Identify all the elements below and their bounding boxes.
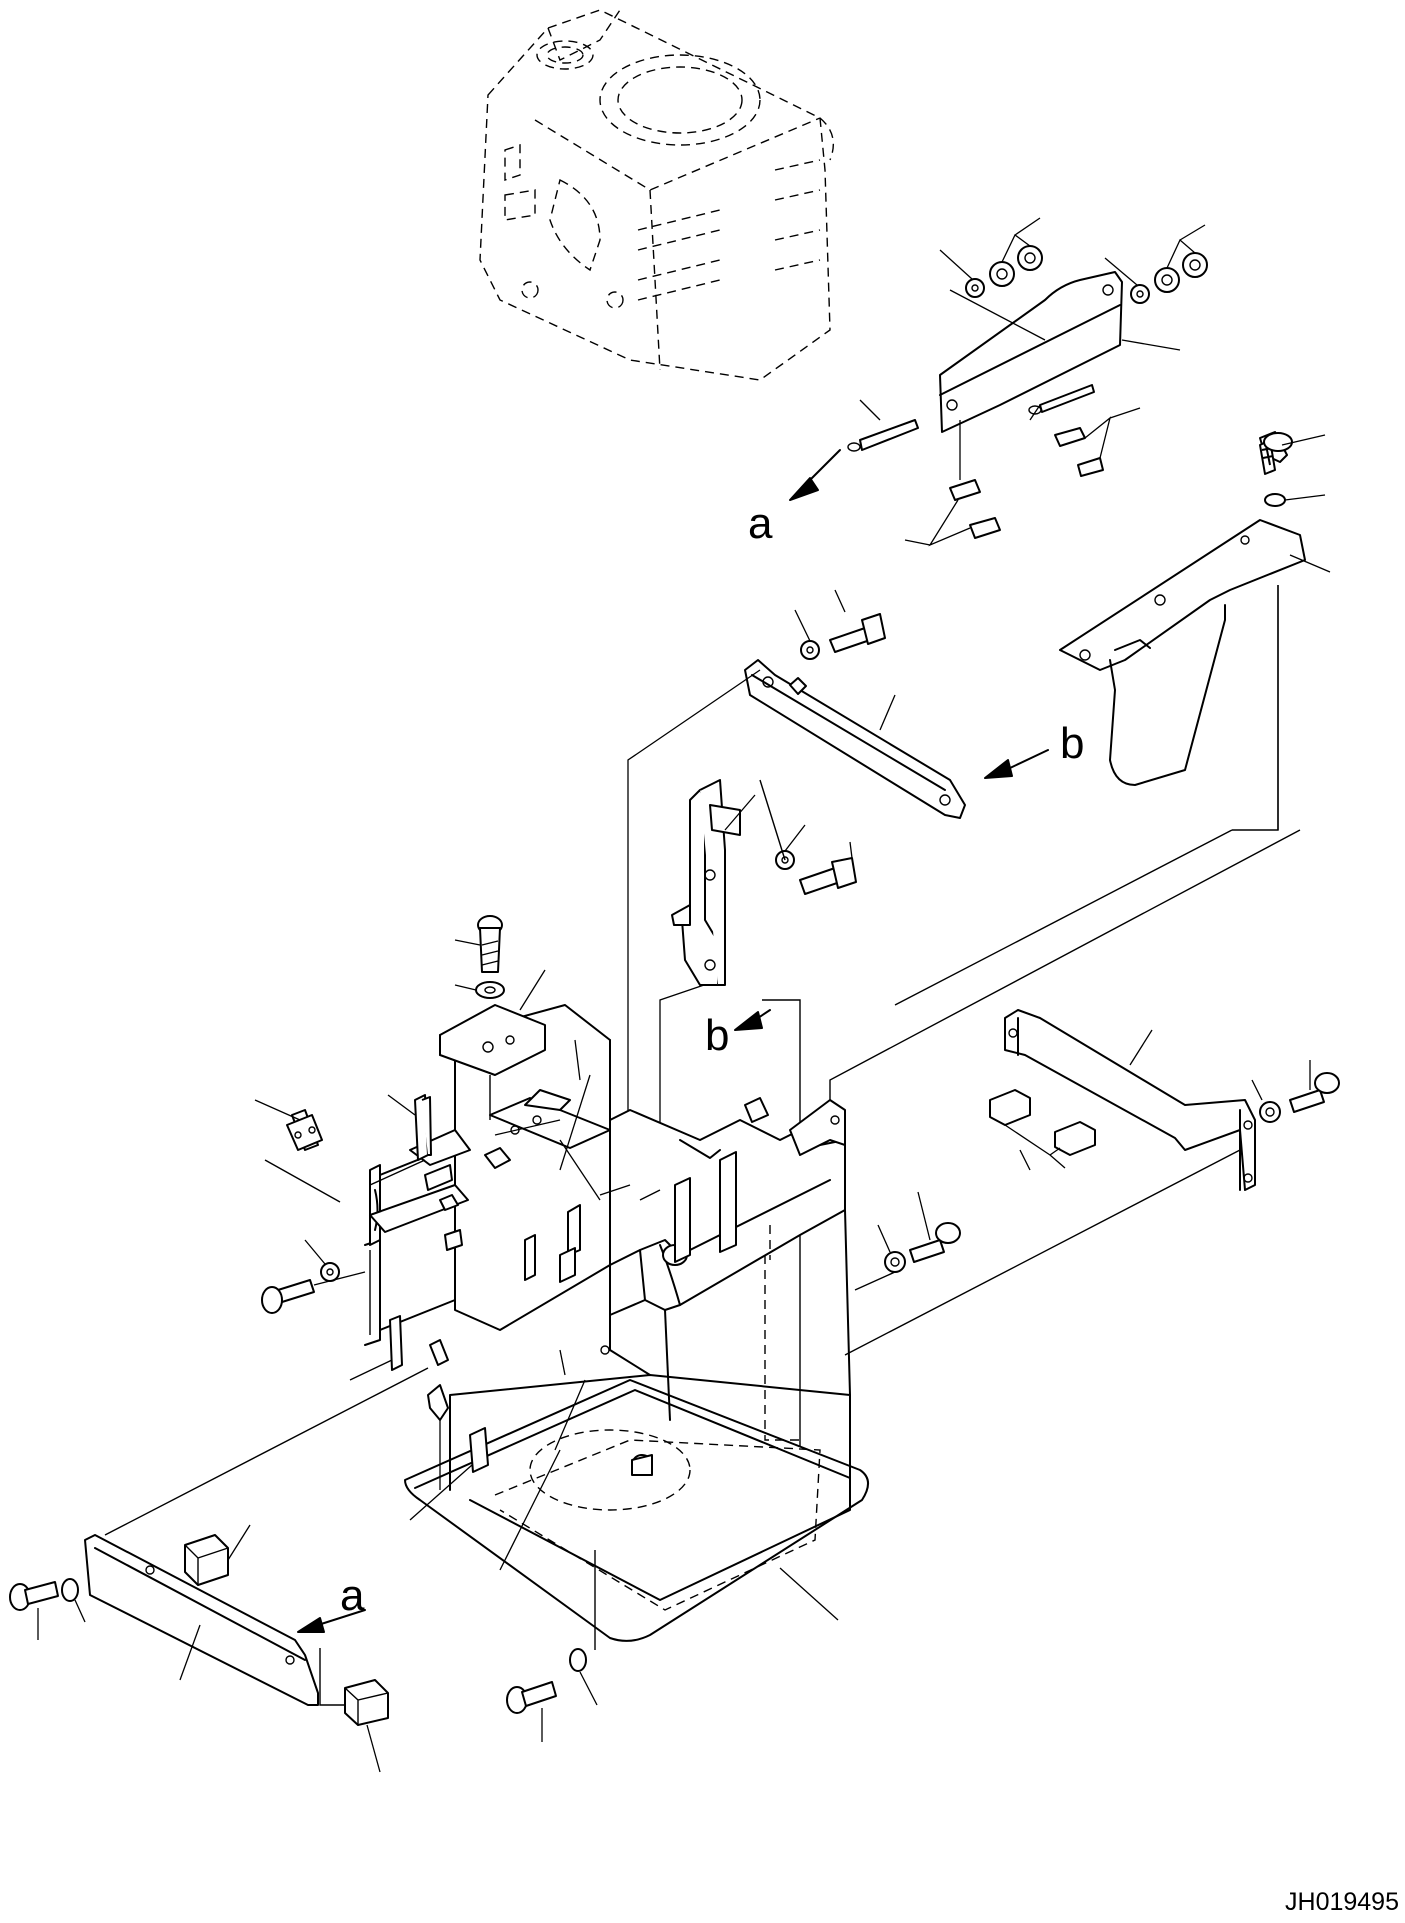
- view-label-b-right: b: [1060, 719, 1084, 768]
- view-label-b-mid: b: [705, 1011, 729, 1060]
- arrow-b-mid: b: [705, 999, 801, 1450]
- left-small-parts: [104, 1094, 489, 1536]
- washer-left: [939, 249, 985, 298]
- right-middle-bolt: [854, 1191, 961, 1291]
- connection-lines: [494, 585, 1301, 1376]
- additional-leaders: [559, 1039, 601, 1201]
- bottom-bolt: [506, 1550, 598, 1742]
- main-frame: [364, 1004, 869, 1642]
- upper-bracket-assembly: a: [748, 217, 1208, 548]
- top-cover-plate: [439, 915, 591, 1171]
- lower-left-bracket: a: [9, 1524, 389, 1773]
- washer-right: [1104, 257, 1150, 304]
- view-label-a-bottom: a: [340, 1571, 365, 1620]
- middle-long-bracket: b: [627, 589, 1084, 1185]
- drawing-number: JH019495: [1285, 1888, 1399, 1916]
- phantom-housing: [479, 9, 834, 381]
- view-label-a-top: a: [748, 499, 773, 548]
- right-support-bracket: [894, 431, 1331, 1006]
- nut-pair-right: [1154, 224, 1208, 293]
- right-mid-bracket: [844, 1009, 1340, 1356]
- nut-pair-left: [989, 217, 1043, 287]
